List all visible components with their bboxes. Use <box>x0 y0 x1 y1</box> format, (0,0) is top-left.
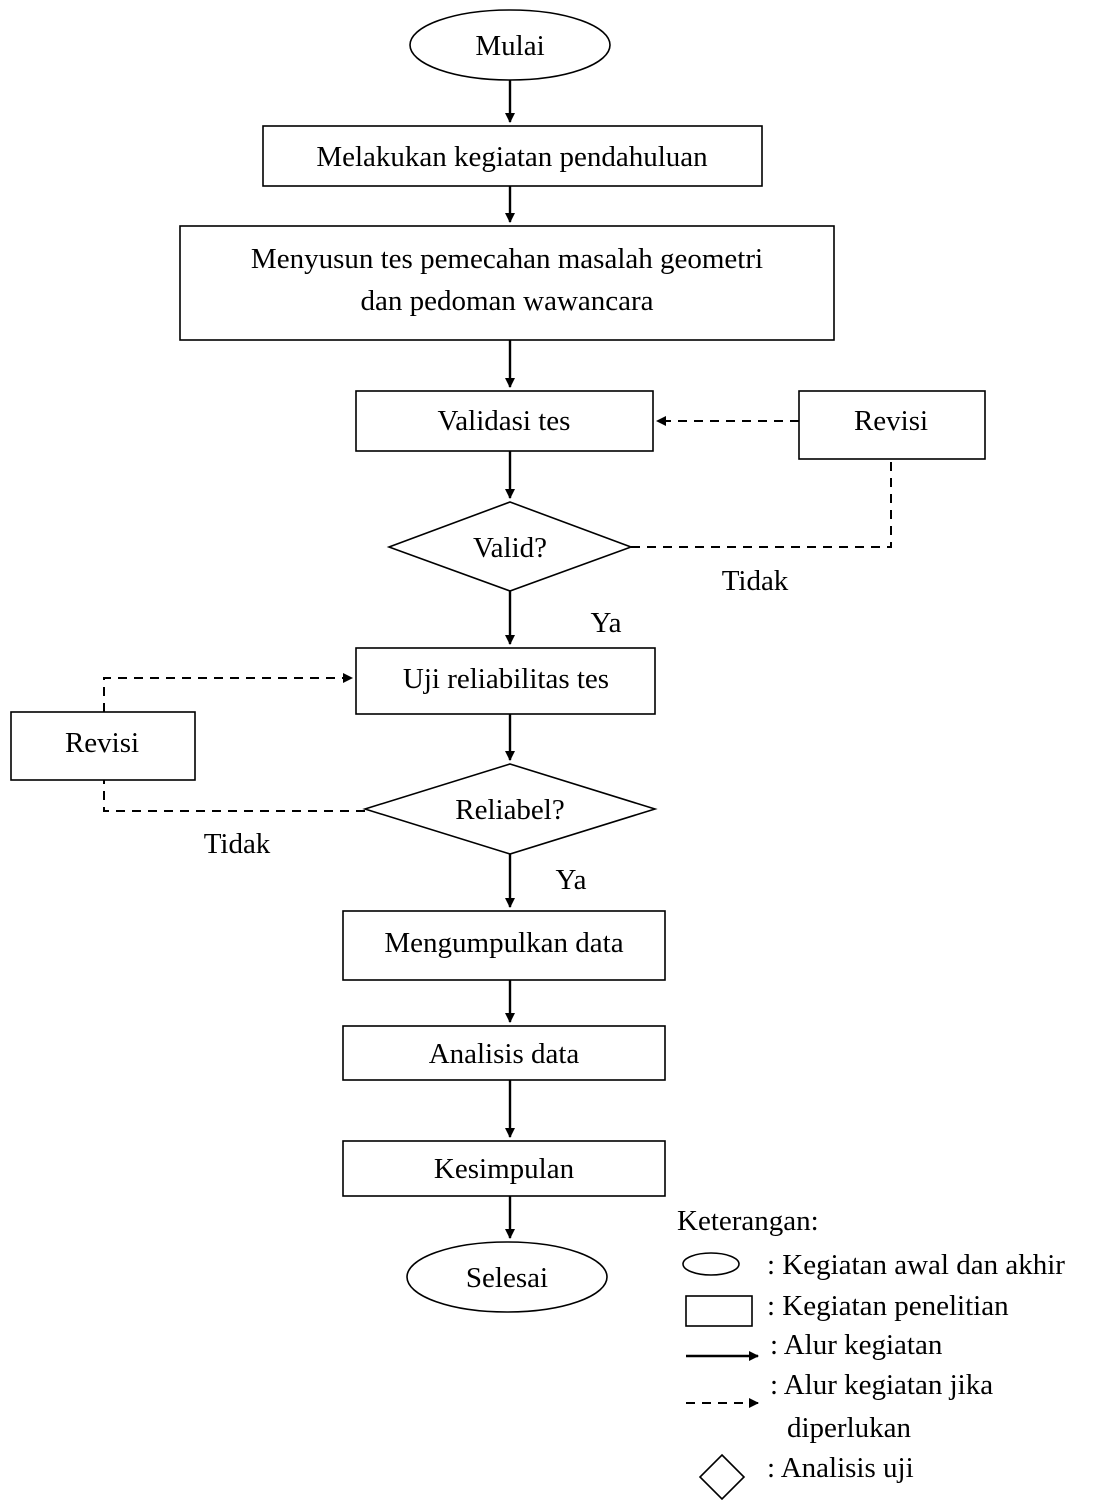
reliable-yes-label: Ya <box>556 864 587 896</box>
valid-decision-label: Valid? <box>473 532 547 564</box>
legend-rect-label: : Kegiatan penelitian <box>767 1290 1009 1322</box>
valid-yes-label: Ya <box>591 607 622 639</box>
validation-box <box>355 390 654 452</box>
revision-box-right <box>798 390 986 460</box>
preliminary-label: Melakukan kegiatan pendahuluan <box>316 141 708 173</box>
compose-test-box <box>179 225 835 341</box>
reliability-label: Uji reliabilitas tes <box>403 663 609 695</box>
compose-test-label-line2: dan pedoman wawancara <box>360 285 653 317</box>
legend-solid-arrow-label: : Alur kegiatan <box>770 1329 943 1361</box>
valid-no-label: Tidak <box>722 565 789 597</box>
dashed-path-reliable-no-to-revision <box>103 780 365 812</box>
legend-rect-icon <box>685 1295 753 1327</box>
legend-dashed-arrow-label-line2: diperlukan <box>787 1412 912 1444</box>
dashed-arrow-revision-to-reliability <box>103 673 353 712</box>
legend-title: Keterangan: <box>677 1205 819 1237</box>
compose-test-label-line1: Menyusun tes pemecahan masalah geometri <box>251 243 763 275</box>
conclusion-label: Kesimpulan <box>434 1153 575 1185</box>
legend-dashed-arrow-label-line1: : Alur kegiatan jika <box>770 1369 993 1401</box>
reliability-box <box>355 647 656 715</box>
revision-right-label: Revisi <box>854 405 928 437</box>
revision-left-label: Revisi <box>65 727 139 759</box>
preliminary-box <box>262 125 763 187</box>
start-label: Mulai <box>475 30 544 62</box>
reliable-no-label: Tidak <box>204 828 271 860</box>
legend-diamond-icon <box>698 1453 746 1501</box>
legend-oval-label: : Kegiatan awal dan akhir <box>767 1249 1065 1281</box>
validation-label: Validasi tes <box>438 405 571 437</box>
dashed-path-valid-no-to-revision <box>631 459 892 548</box>
analysis-label: Analisis data <box>429 1038 580 1070</box>
collect-data-label: Mengumpulkan data <box>384 927 623 959</box>
legend-diamond-label: : Analisis uji <box>767 1452 914 1484</box>
conclusion-box <box>342 1140 666 1197</box>
end-label: Selesai <box>466 1262 548 1294</box>
legend-oval-icon <box>682 1252 740 1276</box>
analysis-box <box>342 1025 666 1081</box>
reliable-decision-label: Reliabel? <box>455 794 565 826</box>
end-oval <box>406 1241 608 1313</box>
collect-data-box <box>342 910 666 981</box>
